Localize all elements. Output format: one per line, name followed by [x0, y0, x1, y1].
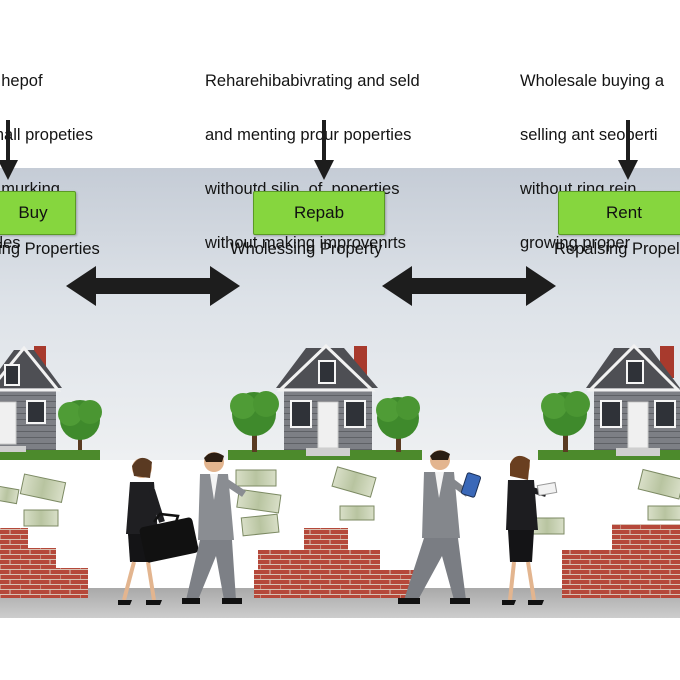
house-icon	[0, 345, 62, 452]
caption-middle: Reharehibabivrating and seld and menting…	[205, 36, 420, 270]
caption-right: Wholesale buying a selling ant seoperti …	[520, 36, 664, 270]
caption-line: without making improvenrts	[205, 234, 406, 252]
brick-wall-icon	[562, 524, 680, 598]
brick-wall-icon	[254, 528, 414, 598]
businesswoman-figure	[502, 455, 558, 605]
brick-wall-icon	[0, 528, 88, 598]
double-arrow-icon	[382, 266, 556, 306]
tablet-icon	[460, 472, 482, 498]
tree-icon	[376, 396, 420, 452]
caption-left: re hepof pinall propeties ur murking pit…	[0, 36, 93, 270]
tree-icon	[58, 400, 102, 450]
caption-line: pitles	[0, 234, 21, 252]
stage-sublabel-rent: Repalsing Propel	[554, 240, 680, 258]
caption-line: re hepof	[1, 72, 43, 90]
stage-label: Repab	[293, 203, 345, 222]
businessman-figure	[182, 452, 246, 604]
briefcase-icon	[139, 512, 199, 563]
tree-icon	[541, 391, 590, 452]
caption-line: pinall propeties	[0, 126, 93, 144]
down-arrow-icon	[314, 120, 334, 180]
money-icon	[235, 466, 377, 537]
house-icon	[276, 343, 378, 456]
caption-line: and menting prour poperties	[205, 126, 412, 144]
double-arrow-icon	[66, 266, 240, 306]
stage-sublabel-rehab: Wholessing Property	[230, 240, 383, 258]
caption-line: Reharehibabivrating and seld	[205, 72, 420, 90]
businesswoman-figure	[118, 457, 165, 605]
stage-sublabel-buy: ing Properties	[0, 240, 100, 258]
stage-label: Rent	[606, 203, 642, 222]
stage-box-rehab: Repab	[253, 191, 385, 235]
money-icon	[529, 468, 680, 535]
caption-line: growing proper	[520, 234, 631, 252]
tree-icon	[230, 391, 279, 452]
stage-label: Buy	[18, 203, 48, 222]
businessman-figure	[398, 450, 471, 604]
house-icon	[586, 343, 680, 456]
stage-box-buy: Buy	[0, 191, 76, 235]
down-arrow-icon	[618, 120, 638, 180]
stage-box-rent: Rent	[558, 191, 680, 235]
down-arrow-icon	[0, 120, 18, 180]
caption-line: Wholesale buying a	[520, 72, 665, 90]
money-icon	[0, 473, 67, 527]
